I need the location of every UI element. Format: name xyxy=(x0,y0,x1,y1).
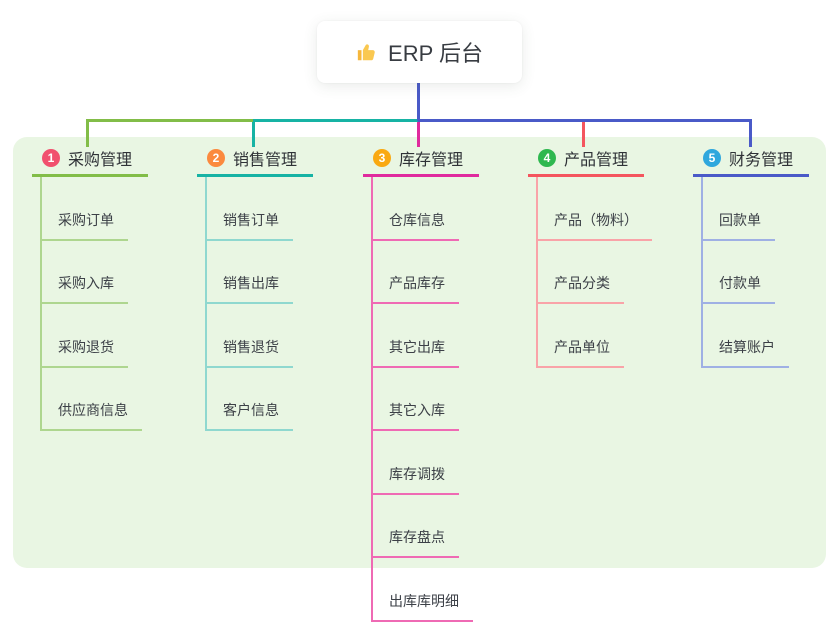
child-node[interactable]: 供应商信息 xyxy=(40,368,142,431)
branch-number-badge: 2 xyxy=(207,149,225,167)
root-node[interactable]: ERP 后台 xyxy=(317,21,522,83)
root-label: ERP 后台 xyxy=(388,41,483,66)
branch-drop-line-5 xyxy=(749,119,752,147)
child-node[interactable]: 出库库明细 xyxy=(371,558,473,622)
child-label: 出库库明细 xyxy=(389,592,459,609)
child-node[interactable]: 付款单 xyxy=(701,241,775,304)
root-connector-line xyxy=(417,83,420,121)
child-label: 采购退货 xyxy=(58,338,114,355)
branch-drop-line-2 xyxy=(252,119,255,147)
branch-label: 库存管理 xyxy=(399,152,464,169)
child-label: 付款单 xyxy=(719,275,761,291)
child-node[interactable]: 采购入库 xyxy=(40,241,128,304)
branch-children: 仓库信息产品库存其它出库其它入库库存调拨库存盘点出库库明细 xyxy=(363,177,473,622)
child-label: 采购入库 xyxy=(58,275,114,291)
branch-label: 财务管理 xyxy=(729,152,794,169)
child-node[interactable]: 库存调拨 xyxy=(371,431,459,495)
child-label: 仓库信息 xyxy=(389,211,445,228)
child-node[interactable]: 产品库存 xyxy=(371,241,459,304)
child-label: 产品（物料） xyxy=(554,211,638,228)
child-label: 采购订单 xyxy=(58,211,114,228)
child-label: 产品分类 xyxy=(554,275,610,291)
branch-label: 产品管理 xyxy=(564,152,629,169)
child-label: 其它入库 xyxy=(389,402,445,418)
connector-lines xyxy=(86,83,752,147)
branch-node-2[interactable]: 2 销售管理 xyxy=(197,145,313,177)
branch-number-badge: 4 xyxy=(538,149,556,167)
child-node[interactable]: 其它出库 xyxy=(371,304,459,368)
branch-children: 产品（物料） 产品分类产品单位 xyxy=(528,177,652,368)
branch-node-4[interactable]: 4 产品管理 xyxy=(528,145,644,177)
branch-column-2: 2 销售管理销售订单销售出库销售退货客户信息 xyxy=(197,145,313,431)
child-label: 库存盘点 xyxy=(389,529,445,545)
child-label: 其它出库 xyxy=(389,338,445,355)
child-label: 销售出库 xyxy=(223,275,279,291)
child-label: 回款单 xyxy=(719,211,761,228)
child-node[interactable]: 库存盘点 xyxy=(371,495,459,558)
branches-panel xyxy=(13,137,826,568)
branch-label: 采购管理 xyxy=(68,152,133,169)
child-node[interactable]: 产品单位 xyxy=(536,304,624,368)
child-label: 结算账户 xyxy=(719,338,775,355)
branch-number-badge: 1 xyxy=(42,149,60,167)
branch-drop-line-4 xyxy=(582,119,585,147)
child-node[interactable]: 产品分类 xyxy=(536,241,624,304)
child-node[interactable]: 结算账户 xyxy=(701,304,789,368)
bus-segment-center-left xyxy=(253,119,419,122)
branch-drop-line-3 xyxy=(417,119,420,147)
branch-node-1[interactable]: 1 采购管理 xyxy=(32,145,148,177)
branch-drop-line-1 xyxy=(86,119,89,147)
branch-column-3: 3 库存管理仓库信息产品库存其它出库其它入库库存调拨库存盘点出库库明细 xyxy=(363,145,479,622)
branch-label: 销售管理 xyxy=(233,152,298,169)
child-label: 产品库存 xyxy=(389,275,445,291)
branch-column-4: 4 产品管理产品（物料） 产品分类产品单位 xyxy=(528,145,652,368)
child-node[interactable]: 销售订单 xyxy=(205,177,293,241)
child-node[interactable]: 采购退货 xyxy=(40,304,128,368)
child-node[interactable]: 回款单 xyxy=(701,177,775,241)
child-node[interactable]: 销售出库 xyxy=(205,241,293,304)
branch-column-1: 1 采购管理采购订单采购入库采购退货供应商信息 xyxy=(32,145,148,431)
child-node[interactable]: 产品（物料） xyxy=(536,177,652,241)
branches-container: 1 采购管理采购订单采购入库采购退货供应商信息 2 销售管理销售订单销售出库销售退货客… xyxy=(32,145,809,622)
child-node[interactable]: 客户信息 xyxy=(205,368,293,431)
child-node[interactable]: 其它入库 xyxy=(371,368,459,431)
branch-node-5[interactable]: 5 财务管理 xyxy=(693,145,809,177)
child-node[interactable]: 仓库信息 xyxy=(371,177,459,241)
branch-column-5: 5 财务管理回款单付款单结算账户 xyxy=(693,145,809,368)
child-label: 供应商信息 xyxy=(58,402,128,418)
branch-children: 回款单付款单结算账户 xyxy=(693,177,789,368)
child-label: 库存调拨 xyxy=(389,465,445,482)
branch-number-badge: 3 xyxy=(373,149,391,167)
bus-segment-left xyxy=(87,119,253,122)
branch-node-3[interactable]: 3 库存管理 xyxy=(363,145,479,177)
branch-children: 销售订单销售出库销售退货客户信息 xyxy=(197,177,293,431)
child-label: 客户信息 xyxy=(223,402,279,418)
child-label: 销售订单 xyxy=(223,211,279,228)
child-label: 产品单位 xyxy=(554,338,610,355)
branch-children: 采购订单采购入库采购退货供应商信息 xyxy=(32,177,142,431)
bus-segment-right xyxy=(418,119,752,122)
branch-number-badge: 5 xyxy=(703,149,721,167)
child-node[interactable]: 销售退货 xyxy=(205,304,293,368)
child-node[interactable]: 采购订单 xyxy=(40,177,128,241)
child-label: 销售退货 xyxy=(223,338,279,355)
thumbs-up-icon xyxy=(356,41,378,63)
